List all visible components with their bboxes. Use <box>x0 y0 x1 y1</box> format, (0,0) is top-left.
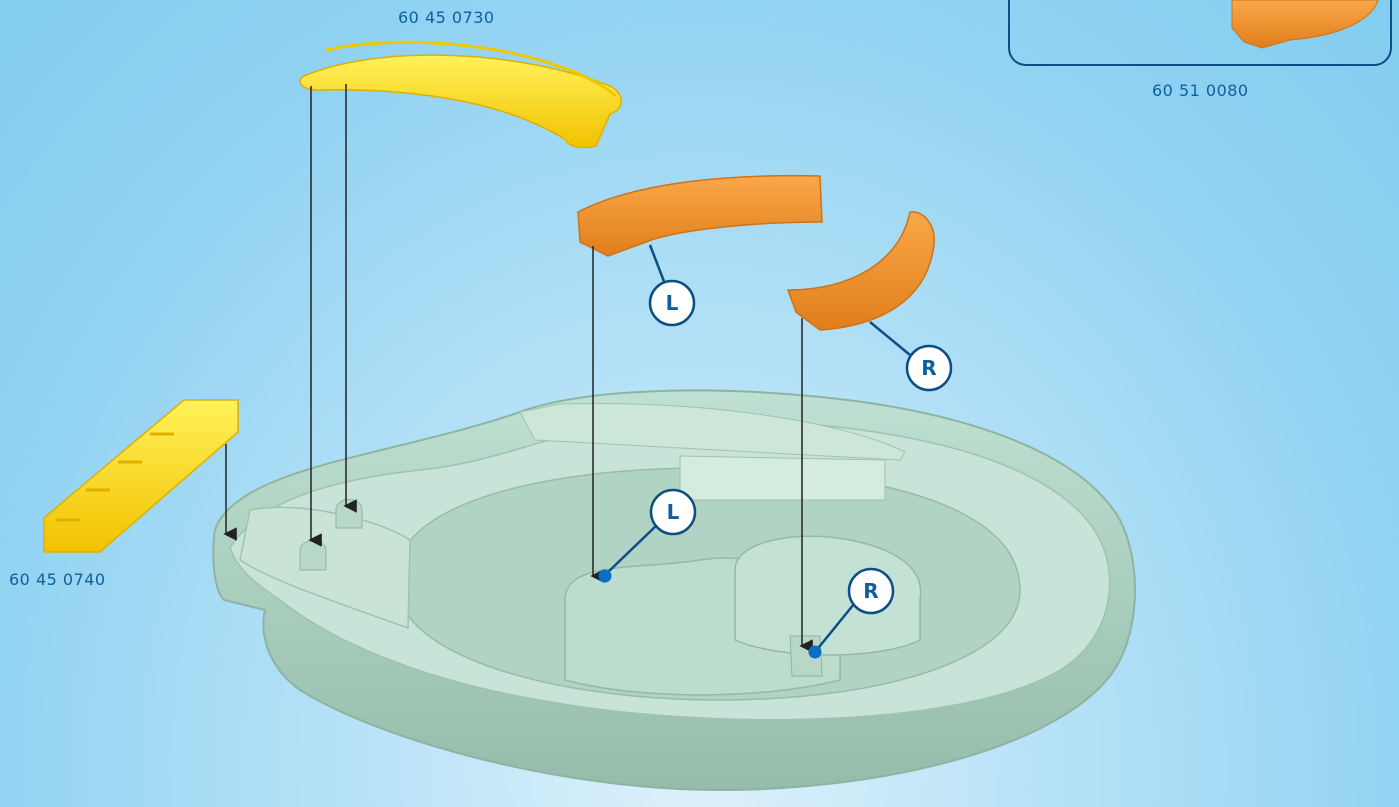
inset-orange-part <box>1231 0 1379 49</box>
callout-l-lower-text: L <box>667 500 680 524</box>
attach-point-right-dot <box>808 645 822 659</box>
assembly-arrows <box>223 84 813 653</box>
orange-arch-right-part <box>786 211 935 331</box>
callout-l-upper: L <box>648 279 696 327</box>
part-number-top-arch: 60 45 0730 <box>398 8 495 27</box>
pool-base <box>212 389 1136 792</box>
yellow-ladder-part <box>43 399 239 553</box>
yellow-arch-part <box>299 40 622 149</box>
part-number-ladder: 60 45 0740 <box>9 570 106 589</box>
attach-point-left-dot <box>598 569 612 583</box>
callout-r-upper-text: R <box>921 356 936 380</box>
part-number-inset: 60 51 0080 <box>1152 81 1249 100</box>
callout-r-lower: R <box>847 567 895 615</box>
callout-l-upper-text: L <box>666 291 679 315</box>
callout-lines <box>604 244 911 653</box>
callout-r-lower-text: R <box>863 579 878 603</box>
inset-detail-box <box>1008 0 1392 66</box>
callout-r-upper: R <box>905 344 953 392</box>
orange-arch-left-part <box>577 174 823 257</box>
callout-l-lower: L <box>649 488 697 536</box>
